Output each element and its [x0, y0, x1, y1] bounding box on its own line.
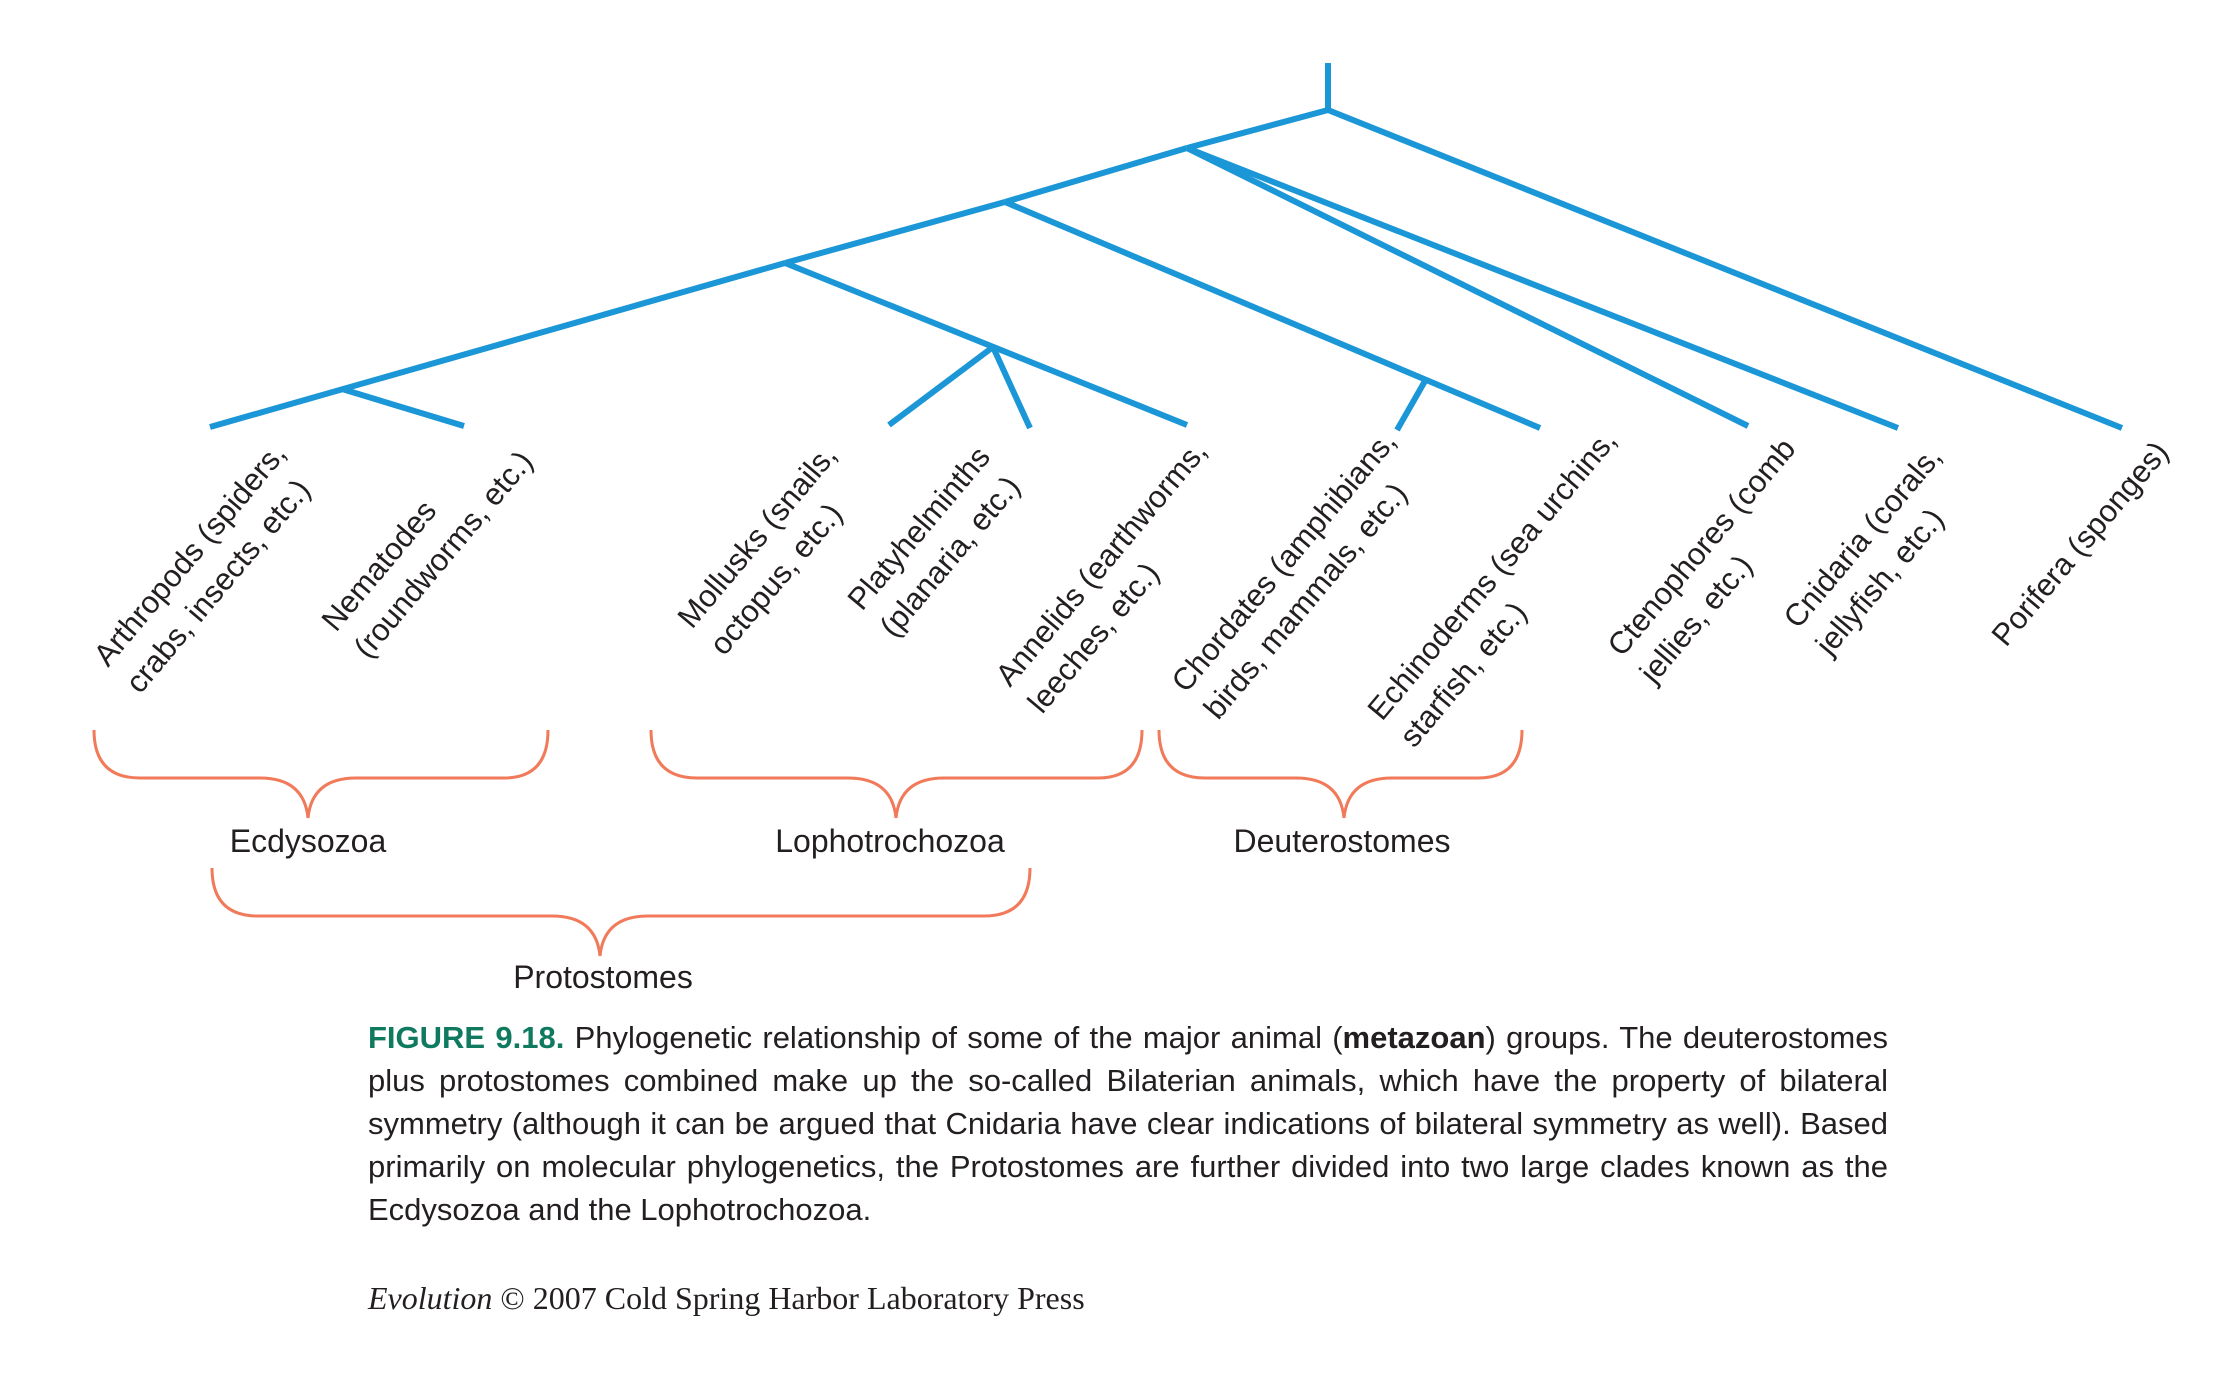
group-label-ecdysozoa: Ecdysozoa	[230, 823, 387, 859]
taxon-label-arthropods: Arthropods (spiders, crabs, insects, etc…	[87, 430, 331, 700]
tree-branches	[209, 63, 2124, 432]
taxon-label-echinoderms: Echinoderms (sea urchins, starfish, etc.…	[1361, 416, 1661, 753]
taxon-labels: Arthropods (spiders, crabs, insects, etc…	[87, 416, 2176, 754]
credit-text: © 2007 Cold Spring Harbor Laboratory Pre…	[492, 1280, 1085, 1316]
figure-credit: Evolution © 2007 Cold Spring Harbor Labo…	[368, 1280, 1085, 1317]
branch-to-deuterostomes	[1003, 199, 1542, 431]
taxon-label-platyhelminths: Platyhelminths (planaria, etc.)	[841, 433, 1035, 644]
brace-deuterostomes	[1157, 729, 1524, 819]
taxon-line: Porifera (sponges)	[1985, 435, 2176, 653]
grouping-braces	[92, 729, 1524, 957]
branch-to-ecdysozoa	[209, 260, 786, 430]
taxon-label-annelids: Annelids (earthworms, leeches, etc.)	[989, 427, 1252, 719]
branch-root-to-porifera	[1326, 107, 2124, 431]
branch-to-mollusks	[887, 344, 995, 428]
taxon-label-porifera: Porifera (sponges)	[1985, 435, 2176, 653]
branch-to-protostomes	[784, 199, 1006, 266]
figure-caption: FIGURE 9.18. Phylogenetic relationship o…	[368, 1016, 1888, 1231]
group-label-protostomes: Protostomes	[513, 959, 693, 995]
group-label-deuterostomes: Deuterostomes	[1234, 823, 1451, 859]
branch-to-chordates	[1394, 379, 1428, 432]
brace-ecdysozoa	[92, 729, 550, 819]
branch-to-nematodes	[341, 386, 465, 429]
group-labels: Ecdysozoa Lophotrochozoa Deuterostomes P…	[230, 823, 1451, 995]
taxon-label-mollusks: Mollusks (snails, octopus, etc.)	[671, 431, 882, 661]
branch-to-lophotrochozoa	[783, 260, 1189, 428]
credit-title: Evolution	[368, 1280, 493, 1316]
taxon-line: Echinoderms (sea urchins,	[1361, 423, 1624, 727]
branch-to-ctenophores	[1185, 145, 1750, 429]
group-label-lophotrochozoa: Lophotrochozoa	[775, 823, 1005, 859]
branch-to-platyhelminths	[990, 345, 1033, 430]
taxon-label-ctenophores: Ctenophores (comb jellies, etc.)	[1600, 425, 1840, 690]
branch-to-bilateria	[1004, 145, 1188, 205]
caption-text-rest: ) groups. The deuterostomes plus protost…	[368, 1020, 1888, 1227]
taxon-label-cnidaria: Cnidaria (corals, jellyfish, etc.)	[1776, 432, 1986, 662]
taxon-label-nematodes: Nematodes (roundworms, etc.)	[315, 417, 540, 664]
brace-lophotrochozoa	[649, 729, 1144, 819]
caption-bold-term: metazoan	[1342, 1020, 1486, 1055]
caption-text-start: Phylogenetic relationship of some of the…	[564, 1020, 1343, 1055]
branch-root-to-eumetazoa	[1186, 107, 1329, 151]
branch-to-cnidaria	[1185, 145, 1900, 431]
figure-number: FIGURE 9.18.	[368, 1020, 565, 1055]
brace-protostomes	[210, 867, 1032, 957]
